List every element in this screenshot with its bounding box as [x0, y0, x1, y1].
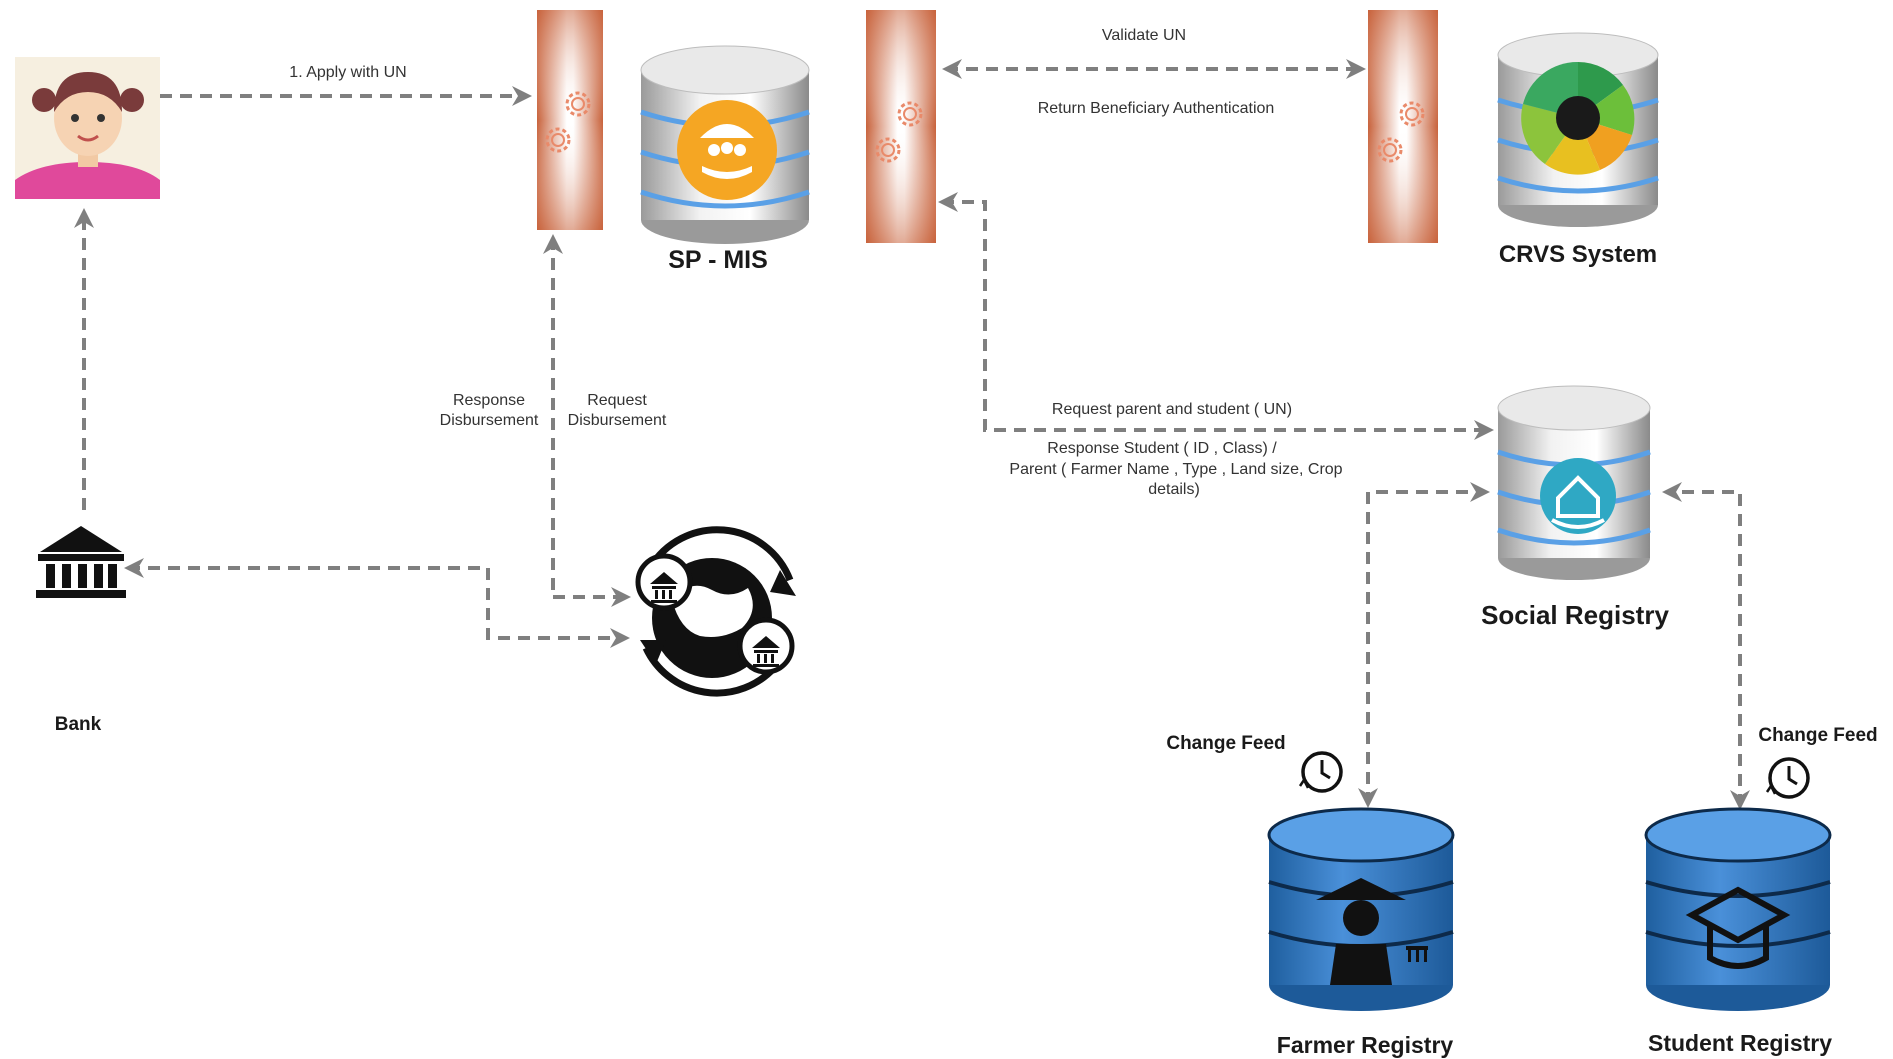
farmer-registry-node: Farmer Registry [1267, 807, 1455, 1058]
social-registry-label: Social Registry [1481, 600, 1669, 630]
charity-database-icon [640, 45, 810, 244]
edge-labels: 1. Apply with UN Validate UN Return Bene… [289, 27, 1877, 754]
bank-node: Bank [36, 526, 126, 735]
sp-mis-node: SP - MIS [640, 45, 810, 274]
response-disbursement-label: Response [453, 392, 525, 409]
connectors [74, 59, 1750, 810]
gateway-2 [866, 10, 936, 243]
gateway-3 [1368, 10, 1438, 243]
crvs-node: CRVS System [1497, 32, 1659, 268]
apply-label: 1. Apply with UN [289, 64, 406, 81]
bank-payments-arrow [124, 558, 630, 648]
response-disbursement-label-2: Disbursement [440, 412, 539, 429]
student-feed-arrow [1662, 482, 1750, 810]
home-care-database-icon [1497, 385, 1651, 580]
request-disbursement-label-2: Disbursement [568, 412, 667, 429]
girl-avatar-icon [15, 57, 160, 199]
social-registry-node: Social Registry [1481, 385, 1669, 630]
change-feed-clock-icon [1765, 757, 1810, 799]
farmer-database-icon [1267, 807, 1455, 1011]
graduation-cap-database-icon [1644, 807, 1832, 1011]
farmer-feed-arrow [1358, 482, 1490, 808]
request-parent-label: Request parent and student ( UN) [1052, 401, 1292, 418]
farmer-registry-label: Farmer Registry [1277, 1032, 1454, 1058]
sp-mis-label: SP - MIS [668, 246, 768, 274]
user-node [15, 57, 160, 199]
student-registry-node: Student Registry [1644, 807, 1832, 1056]
response-student-label: Response Student ( ID , Class) / [1047, 440, 1277, 457]
change-feed-farmer-label: Change Feed [1166, 733, 1285, 754]
crvs-wheel-database-icon [1497, 32, 1659, 227]
social-registry-arrow [938, 192, 1494, 440]
return-auth-label: Return Beneficiary Authentication [1038, 100, 1275, 117]
student-registry-label: Student Registry [1648, 1030, 1832, 1056]
request-disbursement-label: Request [587, 392, 647, 409]
global-bank-transfer-icon [635, 526, 796, 697]
change-feed-clock-icon [1298, 751, 1343, 793]
response-student-label-2: Parent ( Farmer Name , Type , Land size,… [1009, 461, 1342, 478]
payments-node [635, 526, 796, 697]
validate-label: Validate UN [1102, 27, 1186, 44]
bank-label: Bank [55, 714, 102, 735]
bank-building-icon [36, 526, 126, 598]
change-feed-student-label: Change Feed [1758, 725, 1877, 746]
crvs-label: CRVS System [1499, 241, 1657, 268]
gateway-1 [537, 10, 603, 230]
response-student-label-3: details) [1148, 481, 1200, 498]
